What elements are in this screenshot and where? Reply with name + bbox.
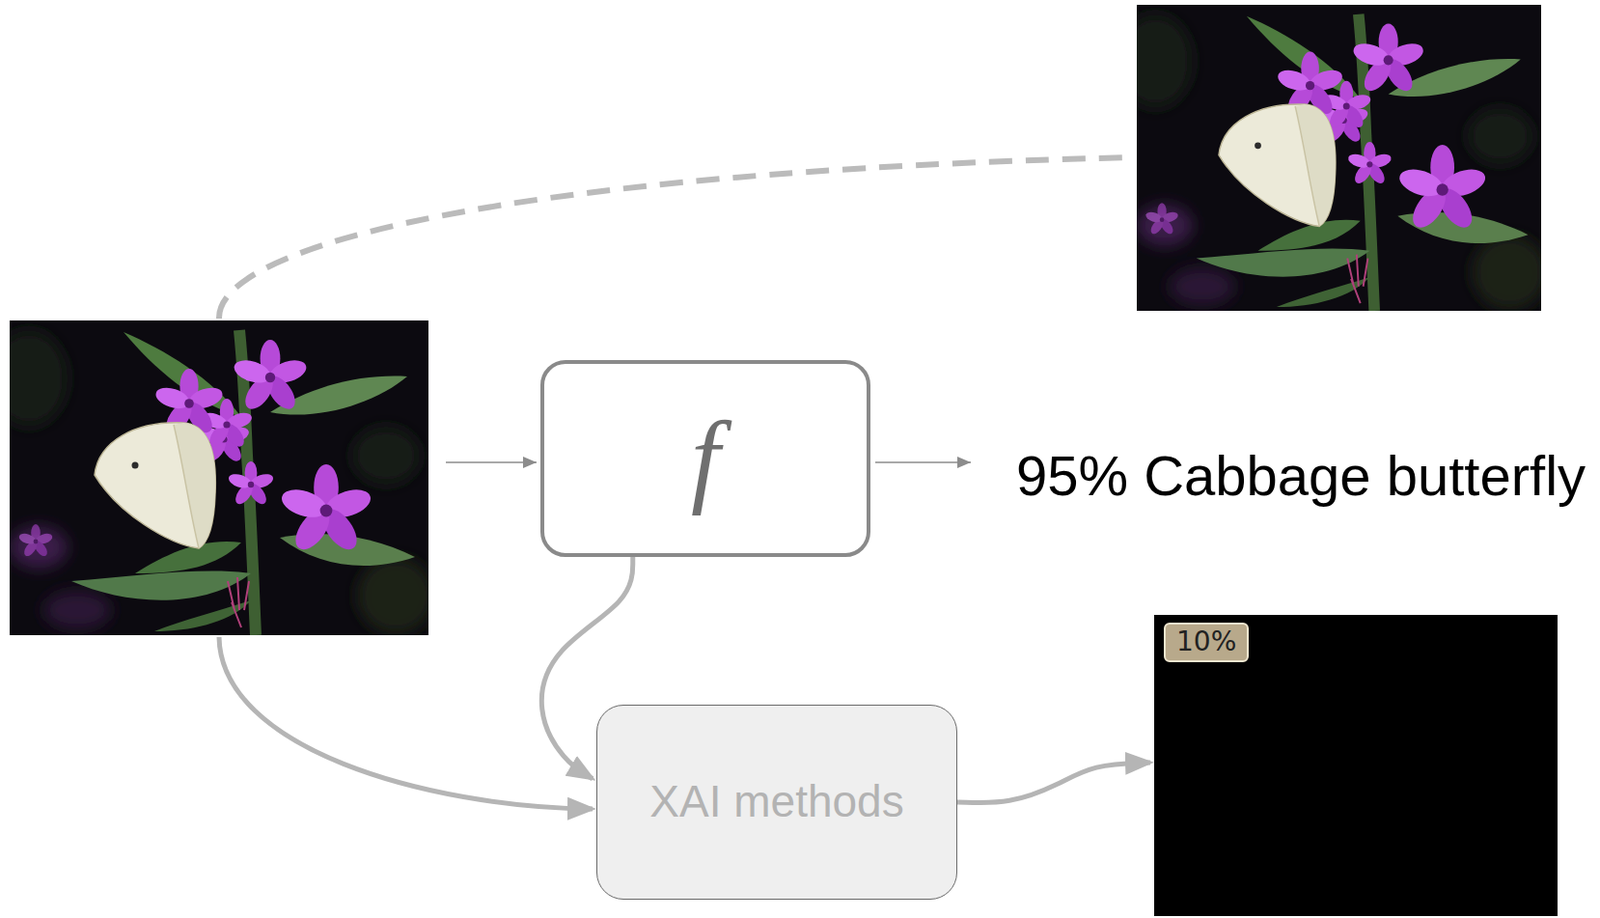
input-arrow <box>445 461 537 464</box>
label-text: 95% Cabbage butterfly <box>1016 443 1586 507</box>
masked-image-panel: 10% <box>1154 614 1558 916</box>
output-arrow <box>875 461 971 464</box>
flow-arrow <box>957 762 1151 803</box>
masked-photo <box>1135 614 1564 916</box>
dashed-link <box>219 157 1135 319</box>
input-photo <box>0 320 435 635</box>
xai-methods-box: XAI methods <box>596 704 958 900</box>
function-symbol: f <box>690 398 720 519</box>
percent-badge: 10% <box>1163 622 1249 663</box>
image-to-xai-arrow <box>219 636 593 809</box>
function-box: f <box>540 359 871 557</box>
method-label: XAI methods <box>649 774 904 828</box>
prediction-label: 95% Cabbage butterfly <box>1016 447 1586 504</box>
reference-photo <box>1118 4 1547 311</box>
